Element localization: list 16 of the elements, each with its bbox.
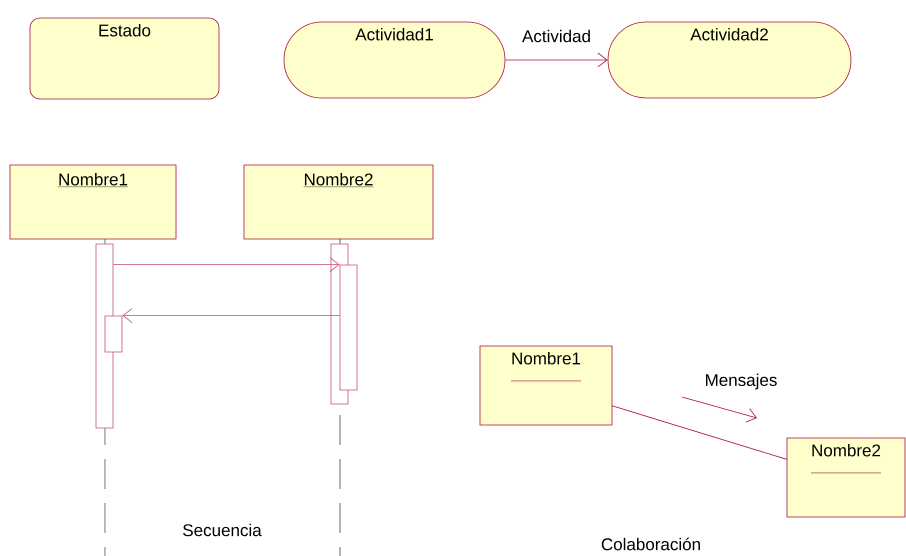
caption-text: Secuencia [183,524,262,536]
activity-box: Actividad2 [608,22,852,98]
arrow [505,52,608,68]
object-box: Nombre1 [10,164,176,240]
arrow [122,308,340,323]
activity-box: Actividad1 [284,22,506,98]
object-box: Nombre1 [480,346,612,426]
object-box: Nombre2 [786,438,906,518]
arrow [113,257,340,272]
activation-bar [104,316,122,352]
state-box: Estado [30,18,220,100]
object-box: Nombre2 [244,164,434,240]
activation-bar [340,264,358,390]
caption-text: Colaboración [602,538,700,550]
edge-label: Mensajes [704,372,778,390]
edge-label: Actividad [521,28,592,44]
